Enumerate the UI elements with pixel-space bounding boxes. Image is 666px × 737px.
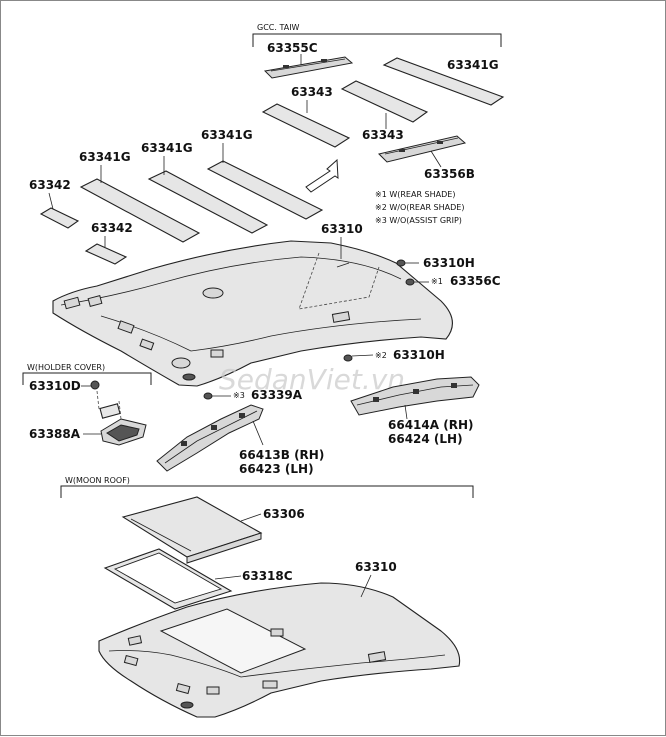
label-63318C: 63318C	[242, 569, 293, 583]
label-63310-upper: 63310	[321, 222, 363, 236]
holder-group-label: W(HOLDER COVER)	[27, 363, 105, 372]
holder-cover-group: W(HOLDER COVER)	[22, 363, 152, 385]
label-63341G-b: 63341G	[79, 150, 131, 164]
headliner-lower[interactable]	[98, 582, 461, 718]
part-63342-a[interactable]	[39, 207, 80, 229]
label-63355C: 63355C	[267, 41, 318, 55]
part-63310H-clip-a[interactable]	[396, 259, 419, 267]
part-63341G-top-right[interactable]	[382, 57, 505, 106]
gcc-taiw-group: GCC. TAIW	[252, 23, 502, 47]
part-63343-left[interactable]	[261, 103, 351, 148]
part-66413B-rail[interactable]	[156, 404, 264, 472]
label-63342-a: 63342	[29, 178, 71, 192]
label-63310D: 63310D	[29, 379, 81, 393]
part-63341G-right[interactable]	[206, 160, 324, 220]
label-63341G-a: 63341G	[447, 58, 499, 72]
part-63339A-clip[interactable]	[203, 392, 231, 400]
part-63306-sunshade[interactable]	[121, 496, 263, 564]
label-63310-lower: 63310	[355, 560, 397, 574]
label-66424: 66424 (LH)	[388, 432, 463, 446]
part-63310D-clip[interactable]	[81, 380, 100, 390]
label-66423: 66423 (LH)	[239, 462, 314, 476]
label-63341G-c: 63341G	[141, 141, 193, 155]
gcc-group-bracket	[252, 33, 502, 47]
label-63342-b: 63342	[91, 221, 133, 235]
direction-arrow-icon	[305, 158, 339, 193]
part-63341G-mid[interactable]	[147, 170, 269, 234]
part-63356B[interactable]	[378, 135, 467, 163]
part-63355C[interactable]	[263, 54, 354, 79]
moon-group-label: W(MOON ROOF)	[65, 476, 130, 485]
mark-63339A: ※3	[233, 391, 245, 400]
moon-roof-group: W(MOON ROOF)	[60, 476, 474, 498]
part-63318C-frame[interactable]	[103, 548, 233, 610]
gcc-group-label: GCC. TAIW	[257, 23, 300, 32]
label-63310H-b: 63310H	[393, 348, 445, 362]
headliner-upper[interactable]	[52, 240, 453, 387]
label-63343-b: 63343	[362, 128, 404, 142]
label-63339A: 63339A	[251, 388, 303, 402]
note-3: ※3 W/O(ASSIST GRIP)	[375, 216, 462, 225]
label-63306: 63306	[263, 507, 305, 521]
part-63341G-left[interactable]	[79, 178, 201, 243]
part-63343-right[interactable]	[340, 80, 429, 123]
watermark: SedanViet.vn	[219, 363, 405, 396]
part-66414A-rail[interactable]	[350, 376, 480, 416]
part-63310H-clip-b[interactable]	[343, 354, 374, 362]
holder-group-bracket	[22, 372, 152, 385]
label-63341G-d: 63341G	[201, 128, 253, 142]
part-63342-b[interactable]	[84, 243, 128, 265]
label-66414A: 66414A (RH)	[388, 418, 473, 432]
label-63310H-a: 63310H	[423, 256, 475, 270]
note-2: ※2 W/O(REAR SHADE)	[375, 203, 464, 212]
label-66413B: 66413B (RH)	[239, 448, 324, 462]
part-63356C-clip[interactable]	[405, 278, 429, 286]
part-63388A-holder[interactable]	[96, 390, 147, 446]
label-63356B: 63356B	[424, 167, 475, 181]
mark-63310H-b: ※2	[375, 351, 387, 360]
notes-legend: ※1 W(REAR SHADE) ※2 W/O(REAR SHADE) ※3 W…	[375, 190, 464, 225]
mark-63356C: ※1	[431, 277, 443, 286]
label-63388A: 63388A	[29, 427, 81, 441]
label-63343-a: 63343	[291, 85, 333, 99]
moon-group-bracket	[60, 485, 474, 498]
note-1: ※1 W(REAR SHADE)	[375, 190, 455, 199]
label-63356C: 63356C	[450, 274, 501, 288]
